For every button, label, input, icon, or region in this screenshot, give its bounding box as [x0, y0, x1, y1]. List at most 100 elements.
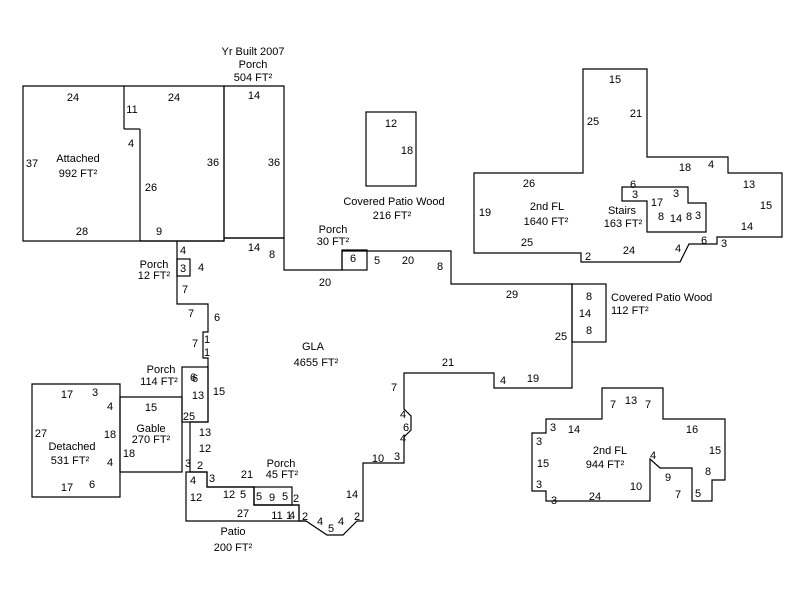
dimension-label: 17 [61, 482, 73, 494]
dimension-label: 15 [760, 200, 772, 212]
dimension-label: 3 [180, 263, 186, 275]
porch-114-outline[interactable] [181, 366, 209, 423]
area-stairs[interactable]: Stairs 163 FT² 6 3 3 17 8 14 8 3 [604, 179, 707, 233]
dimension-label: 4 [107, 457, 113, 469]
dimension-label: 8 [586, 325, 592, 337]
dimension-label: 9 [156, 226, 162, 238]
dimension-label: 4 [190, 475, 196, 487]
dimension-label: 24 [589, 491, 601, 503]
dimension-label: 4 [708, 159, 714, 171]
area-label: Detached [48, 441, 95, 453]
area-attached[interactable]: Attached 992 FT² 24 11 24 37 4 26 28 9 [22, 85, 225, 242]
dimension-label: 3 [721, 238, 727, 250]
area-size: 30 FT² [317, 236, 350, 248]
area-second-floor-1640[interactable]: 2nd FL 1640 FT² 15 25 21 18 4 13 15 14 3… [473, 68, 783, 263]
area-size: 4655 FT² [294, 357, 339, 369]
dimension-label: 3 [695, 210, 701, 222]
area-size: 216 FT² [373, 210, 412, 222]
dimension-label: 6 [701, 235, 707, 247]
dimension-label: 4 [289, 510, 295, 522]
dimension-label: 29 [506, 289, 518, 301]
dimension-label: 20 [402, 255, 414, 267]
area-patio[interactable]: Patio 200 FT² 12 4 [185, 471, 306, 554]
patio-outline[interactable] [185, 471, 306, 522]
dimension-label: 15 [145, 402, 157, 414]
dimension-label: 18 [401, 145, 413, 157]
dimension-label: 14 [248, 242, 260, 254]
gable-outline[interactable] [119, 396, 183, 473]
dimension-label: 2 [293, 493, 299, 505]
second-floor-944-outline[interactable] [531, 387, 726, 502]
dimension-label: 6 [190, 372, 196, 384]
area-porch-30[interactable]: Porch 30 FT² 6 5 [317, 224, 380, 271]
dimension-label: 19 [479, 207, 491, 219]
area-covered-patio-112[interactable]: Covered Patio Wood 112 FT² 8 14 8 [571, 283, 712, 343]
dimension-label: 2 [585, 251, 591, 263]
dimension-label: 6 [214, 312, 220, 324]
area-label: Porch [140, 259, 169, 271]
area-size: 531 FT² [51, 455, 90, 467]
area-porch-114[interactable]: Porch 114 FT² 6 13 [140, 364, 209, 423]
detached-outline[interactable] [31, 383, 121, 498]
dimension-label: 7 [391, 382, 397, 394]
dimension-label: 4 [675, 243, 681, 255]
dimension-label: 5 [374, 255, 380, 267]
dimension-label: 25 [183, 411, 195, 423]
area-label: GLA [302, 341, 325, 353]
area-label: Porch [147, 364, 176, 376]
dimension-label: 15 [537, 458, 549, 470]
area-label: Stairs [608, 205, 637, 217]
dimension-label: 5 [695, 488, 701, 500]
dimension-label: 3 [632, 189, 638, 201]
dimension-label: 4 [107, 401, 113, 413]
area-label: Covered Patio Wood [611, 292, 712, 304]
dimension-label: 26 [523, 178, 535, 190]
dimension-label: 1 [286, 510, 292, 522]
dimension-label: 14 [741, 221, 753, 233]
area-second-floor-944[interactable]: 2nd FL 944 FT² 7 13 7 16 15 8 5 7 9 4 10… [531, 387, 726, 507]
dimension-label: 2 [354, 511, 360, 523]
dimension-label: 4 [400, 409, 406, 421]
area-label: Patio [220, 526, 245, 538]
dimension-label: 6 [89, 479, 95, 491]
area-porch-12[interactable]: Porch 12 FT² 4 3 4 [138, 245, 204, 282]
dimension-label: 26 [145, 182, 157, 194]
dimension-label: 3 [92, 387, 98, 399]
area-label: Porch [239, 59, 268, 71]
dimension-label: 7 [188, 308, 194, 320]
area-porch-504[interactable]: Porch 504 FT² 14 36 36 14 [207, 59, 285, 254]
dimension-label: 4 [650, 450, 656, 462]
dimension-label: 3 [394, 451, 400, 463]
dimension-label: 25 [521, 237, 533, 249]
second-floor-1640-outline[interactable] [473, 68, 783, 263]
dimension-label: 18 [104, 429, 116, 441]
dimension-label: 8 [658, 211, 664, 223]
area-label: Porch [319, 224, 348, 236]
dimension-label: 7 [192, 338, 198, 350]
dimension-label: 2 [302, 511, 308, 523]
dimension-label: 4 [500, 375, 506, 387]
area-porch-45[interactable]: Porch 45 FT² 21 5 9 5 11 1 5 [240, 458, 299, 522]
dimension-label: 18 [123, 448, 135, 460]
dimension-label: 8 [586, 291, 592, 303]
area-label: Porch [267, 458, 296, 470]
gla-outline[interactable] [140, 237, 573, 536]
covered-patio-112-outline[interactable] [571, 283, 607, 343]
dimension-label: 10 [630, 481, 642, 493]
dimension-label: 8 [437, 261, 443, 273]
dimension-label: 6 [192, 373, 198, 385]
area-gable[interactable]: Gable 270 FT² 15 18 18 [104, 396, 183, 473]
dimension-label: 21 [630, 108, 642, 120]
covered-patio-216-outline[interactable] [365, 111, 417, 187]
dimension-label: 1 [204, 334, 210, 346]
area-gla[interactable]: GLA 4655 FT² 8 20 20 8 29 25 19 4 21 7 4… [140, 237, 573, 536]
area-detached[interactable]: Detached 531 FT² 17 3 4 27 17 6 4 [31, 383, 121, 498]
area-covered-patio-216[interactable]: Covered Patio Wood 216 FT² 12 18 [343, 111, 445, 222]
stairs-outline[interactable] [621, 186, 707, 233]
dimension-label: 15 [709, 445, 721, 457]
dimension-label: 7 [675, 489, 681, 501]
dimension-label: 2 [197, 460, 203, 472]
dimension-label: 13 [199, 427, 211, 439]
dimension-label: 8 [686, 211, 692, 223]
dimension-label: 11 [126, 104, 137, 116]
